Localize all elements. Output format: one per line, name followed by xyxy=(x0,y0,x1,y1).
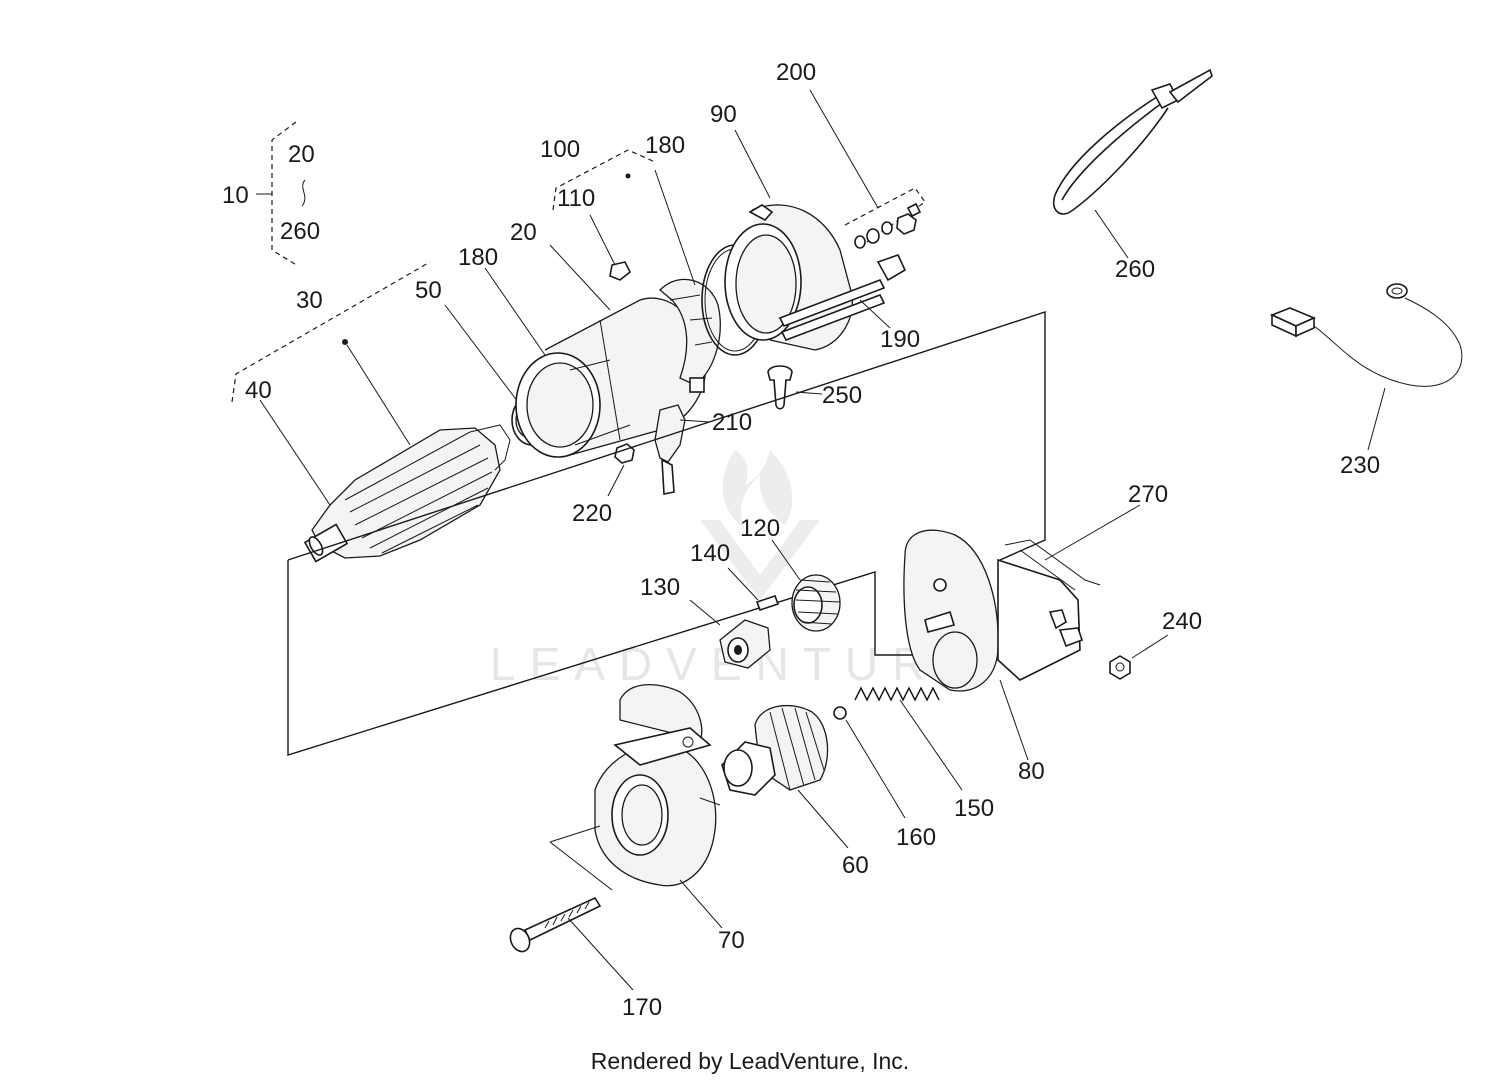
callout-240: 240 xyxy=(1162,608,1202,635)
steel-ball-160: 160 xyxy=(833,706,936,851)
shift-lever-210: 210 xyxy=(654,404,752,495)
wire-lead-230: 230 xyxy=(1269,283,1463,479)
callout-260-bracket: 260 xyxy=(280,218,320,245)
hardware-group-200: 200 xyxy=(776,59,926,249)
callout-210: 210 xyxy=(712,409,752,436)
footer-credit: Rendered by LeadVenture, Inc. xyxy=(590,1048,910,1074)
callout-30: 30 xyxy=(296,287,323,314)
clutch-60: 60 xyxy=(721,704,869,879)
assembly-bracket-10: 10 20 260 xyxy=(222,121,320,267)
callout-10: 10 xyxy=(222,182,249,209)
drive-housing-70: 70 xyxy=(549,683,745,954)
callout-180-left: 180 xyxy=(458,244,498,271)
callout-200: 200 xyxy=(776,59,816,86)
callout-20-bracket: 20 xyxy=(288,141,315,168)
cable-tie-260: 260 xyxy=(1052,68,1213,283)
callout-160: 160 xyxy=(896,824,936,851)
armature-group-30: 30 xyxy=(231,261,431,446)
magnetic-switch-80: 80 xyxy=(903,529,1101,785)
callout-70: 70 xyxy=(718,927,745,954)
pin-140: 140 xyxy=(690,540,780,612)
callout-50: 50 xyxy=(415,277,442,304)
callout-100: 100 xyxy=(540,136,580,163)
callout-40: 40 xyxy=(245,377,272,404)
callout-60: 60 xyxy=(842,852,869,879)
callout-140: 140 xyxy=(690,540,730,567)
o-ring-180-left: 180 xyxy=(458,244,546,356)
callout-20: 20 xyxy=(510,219,537,246)
brush-holder-group-100: 100 110 xyxy=(540,136,656,281)
callout-80: 80 xyxy=(1018,758,1045,785)
callout-270: 270 xyxy=(1128,481,1168,508)
nut-240: 240 xyxy=(1109,608,1202,680)
callout-110: 110 xyxy=(557,185,595,212)
through-bolt-190: 190 xyxy=(778,254,920,353)
callout-120: 120 xyxy=(740,515,780,542)
bolt-170: 170 xyxy=(509,896,662,1021)
spring-150: 150 xyxy=(854,686,994,822)
callout-170: 170 xyxy=(622,994,662,1021)
callout-180-right: 180 xyxy=(645,132,685,159)
rear-cover-90: 90 xyxy=(710,101,853,351)
watermark-logo-icon xyxy=(700,450,820,600)
pinion-gear-120: 120 xyxy=(740,515,841,632)
callout-130: 130 xyxy=(640,574,680,601)
callout-250: 250 xyxy=(822,382,862,409)
callout-230: 230 xyxy=(1340,452,1380,479)
callout-150: 150 xyxy=(954,795,994,822)
callout-90: 90 xyxy=(710,101,737,128)
retainer-130: 130 xyxy=(640,574,771,669)
armature-40: 40 xyxy=(245,377,511,563)
bushing-250: 250 xyxy=(767,365,862,410)
callout-190: 190 xyxy=(880,326,920,353)
callout-220: 220 xyxy=(572,500,612,527)
callout-260: 260 xyxy=(1115,256,1155,283)
